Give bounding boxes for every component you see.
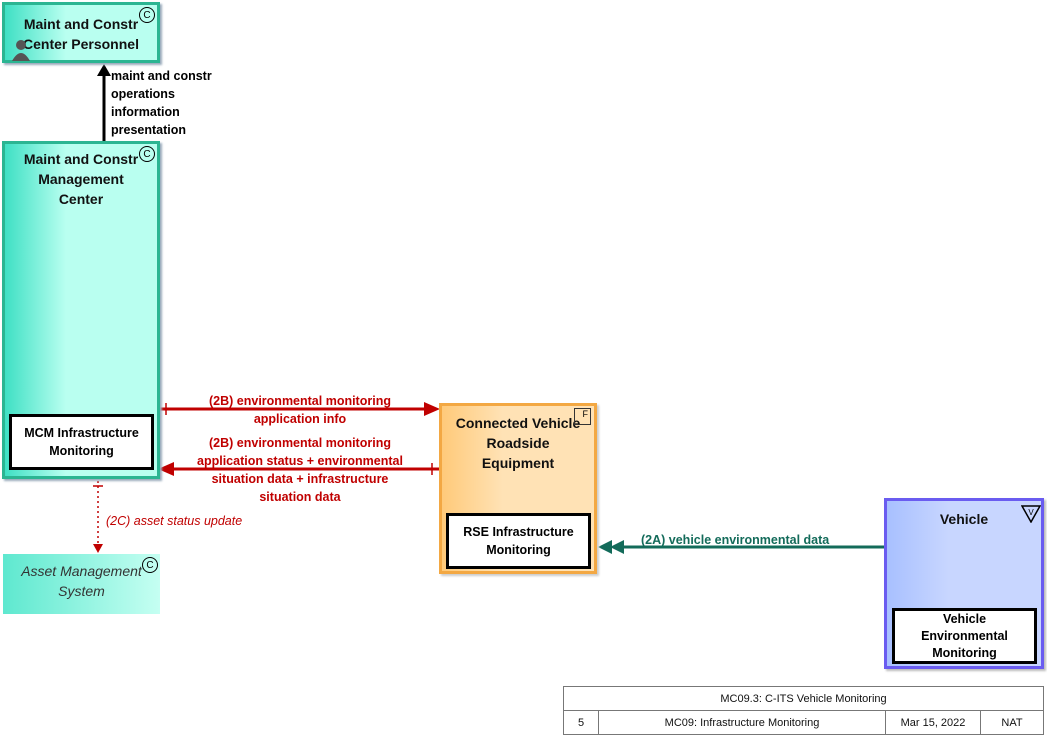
flow-label-2c: (2C) asset status update <box>106 514 243 528</box>
component-rse-infrastructure-monitoring[interactable]: RSE Infrastructure Monitoring <box>446 513 591 569</box>
diagram-author: NAT <box>980 710 1044 735</box>
node-title: Asset Management System <box>21 563 142 599</box>
diagram-date: Mar 15, 2022 <box>885 710 981 735</box>
package-name: MC09: Infrastructure Monitoring <box>598 710 886 735</box>
person-icon <box>12 40 30 61</box>
flow-label-2b-info: (2B) environmental monitoring applicatio… <box>209 394 391 426</box>
svg-text:V: V <box>1028 508 1034 517</box>
node-maint-constr-management-center[interactable]: Maint and Constr Management Center C MCM… <box>2 141 160 479</box>
flow-label-2a: (2A) vehicle environmental data <box>641 533 830 547</box>
flow-label-presentation: maint and constr operations information … <box>111 69 212 137</box>
badge-c-icon: C <box>139 146 155 162</box>
badge-c-icon: C <box>142 557 158 573</box>
component-vehicle-environmental-monitoring[interactable]: Vehicle Environmental Monitoring <box>892 608 1037 664</box>
node-title: Maint and Constr Management Center <box>23 151 139 207</box>
node-maint-constr-center-personnel[interactable]: Maint and Constr Center Personnel C <box>2 2 160 63</box>
node-connected-vehicle-roadside-equipment[interactable]: Connected Vehicle Roadside Equipment F R… <box>439 403 597 574</box>
badge-f-icon: F <box>574 408 591 425</box>
title-block: MC09.3: C-ITS Vehicle Monitoring 5 MC09:… <box>563 686 1044 735</box>
badge-v-icon: V <box>1021 505 1041 523</box>
node-asset-management-system[interactable]: Asset Management System C <box>3 554 160 614</box>
flow-2c-line <box>93 468 103 553</box>
flow-label-2b-status: (2B) environmental monitoring applicatio… <box>197 436 403 504</box>
node-title: Vehicle <box>939 511 989 527</box>
node-title: Maint and Constr Center Personnel <box>23 16 139 52</box>
node-title: Connected Vehicle Roadside Equipment <box>455 415 581 471</box>
node-vehicle[interactable]: Vehicle V Vehicle Environmental Monitori… <box>884 498 1044 669</box>
page-number: 5 <box>563 710 599 735</box>
flow-presentation-line <box>97 64 111 141</box>
component-mcm-infrastructure-monitoring[interactable]: MCM Infrastructure Monitoring <box>9 414 154 470</box>
badge-c-icon: C <box>139 7 155 23</box>
diagram-title: MC09.3: C-ITS Vehicle Monitoring <box>563 686 1044 711</box>
